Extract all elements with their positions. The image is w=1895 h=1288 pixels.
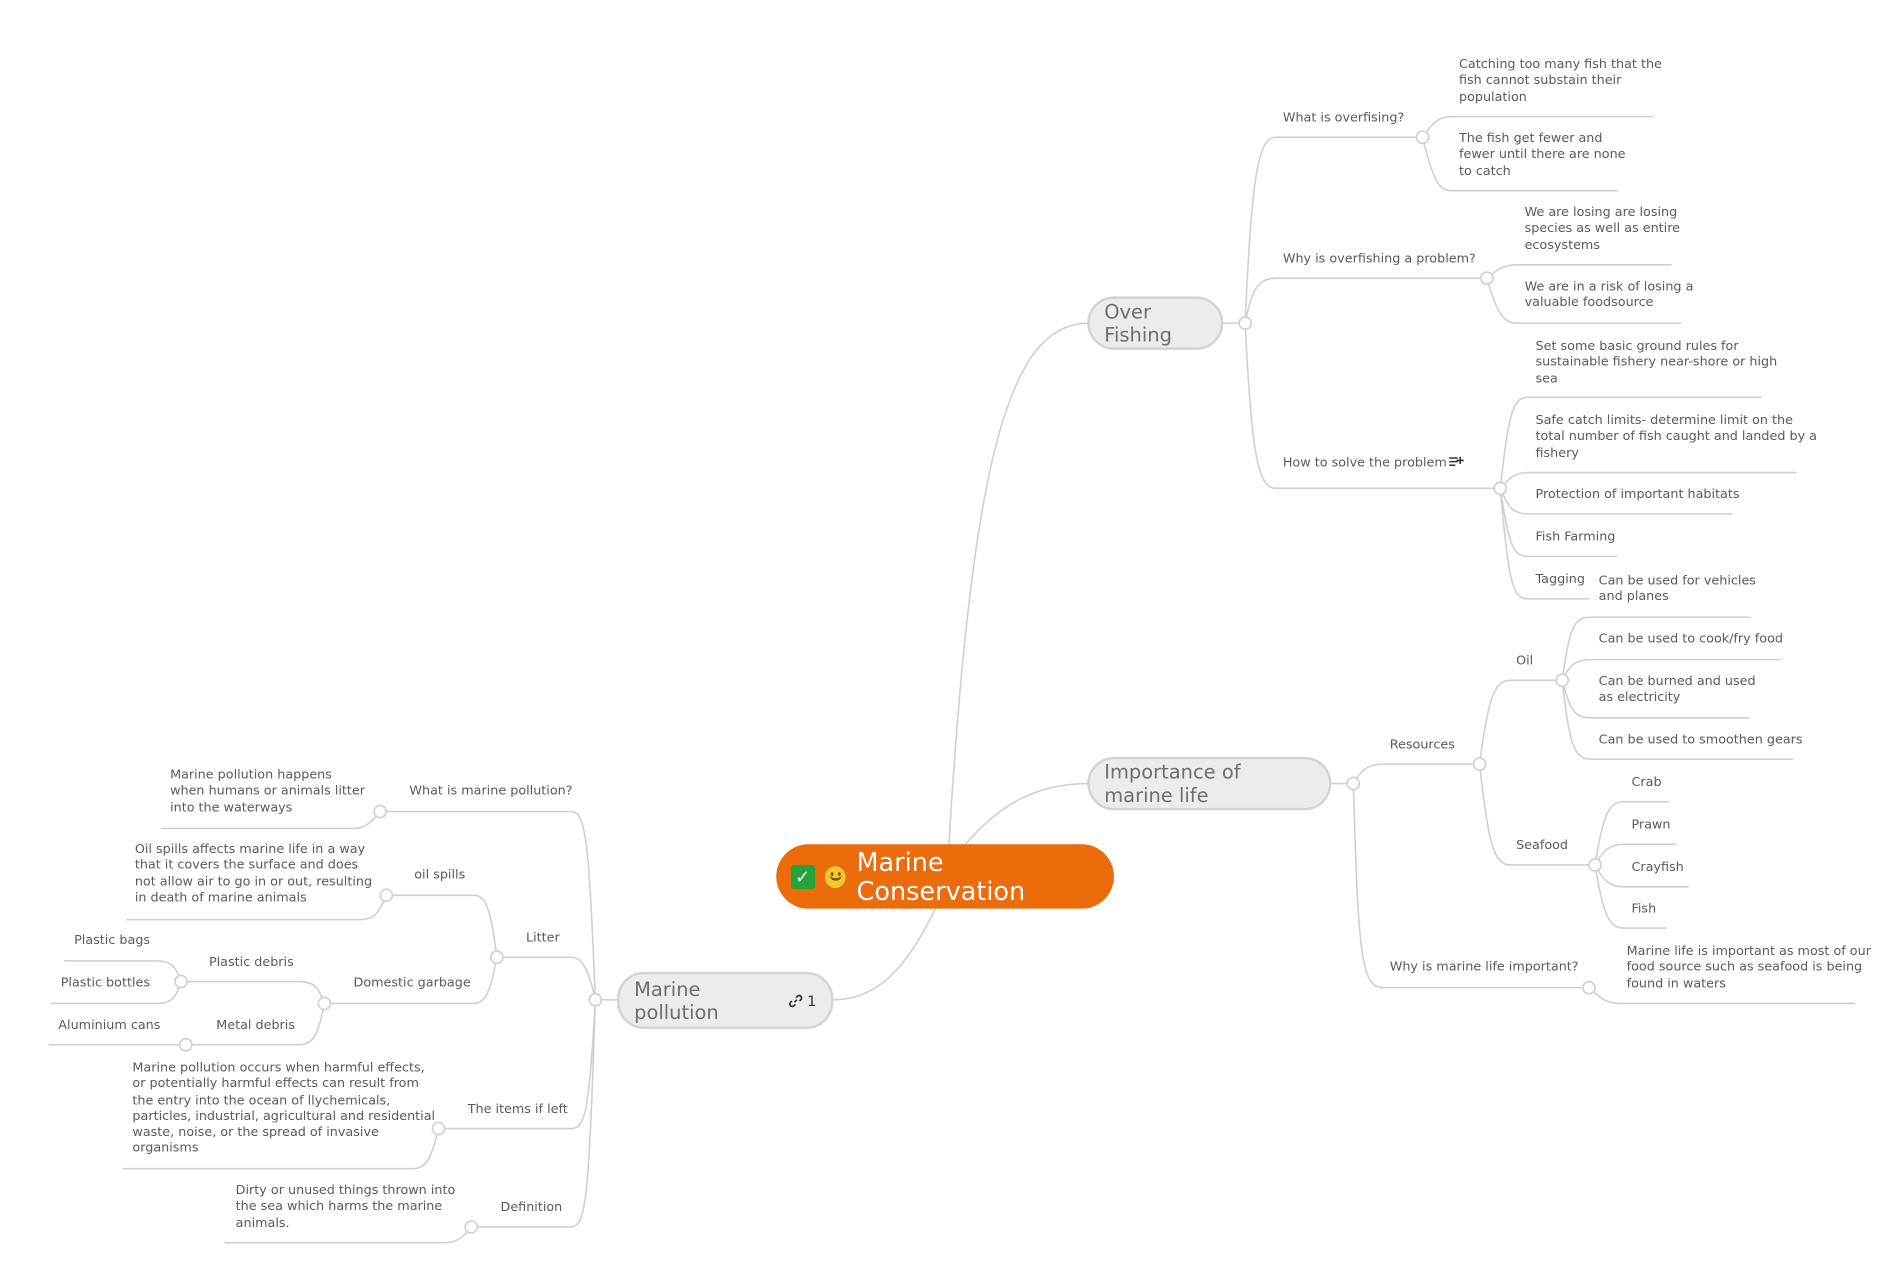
topic-oil[interactable]: Oil	[1516, 653, 1534, 669]
branch-marine-pollution[interactable]: Marine pollution 1	[617, 971, 834, 1029]
topic-litter[interactable]: Litter	[526, 930, 560, 946]
topic-answer[interactable]: Tagging	[1535, 572, 1585, 587]
topic-answer[interactable]: Fish Farming	[1535, 529, 1616, 545]
topic-items-left[interactable]: The items if left	[467, 1101, 568, 1117]
topic-why-marine-life[interactable]: Why is marine life important?	[1389, 959, 1579, 975]
branch-importance[interactable]: Importance of marine life	[1087, 756, 1332, 811]
topic-metal-debris[interactable]: Metal debris	[216, 1018, 295, 1033]
topic-seafood-item[interactable]: Crab	[1631, 775, 1662, 790]
branch-label: Over Fishing	[1104, 300, 1172, 347]
topic-domestic-garbage[interactable]: Domestic garbage	[353, 975, 471, 991]
link-root-importance	[962, 782, 1089, 848]
smiley-icon	[824, 865, 846, 888]
topic-aluminium-cans[interactable]: Aluminium cans	[58, 1018, 161, 1033]
topic-seafood[interactable]: Seafood	[1516, 838, 1569, 853]
branch-label: Importance of marine life	[1104, 760, 1241, 807]
topic-answer[interactable]: Safe catch limits- determine limit on th…	[1535, 413, 1817, 460]
link-root-overfishing	[947, 322, 1089, 847]
link-root-pollution	[833, 908, 937, 1001]
topic-resources[interactable]: Resources	[1389, 737, 1455, 752]
link-icon	[789, 994, 803, 1007]
link-badge[interactable]: 1	[789, 991, 817, 1009]
topic-plastic-bottles[interactable]: Plastic bottles	[60, 975, 151, 991]
topic-plastic-bags[interactable]: Plastic bags	[74, 932, 151, 948]
topic-why-overfishing[interactable]: Why is overfishing a problem?	[1282, 251, 1476, 267]
check-icon: ✓	[790, 864, 815, 889]
topic-what-overfishing[interactable]: What is overfising?	[1282, 110, 1405, 126]
topic-seafood-item[interactable]: Fish	[1631, 901, 1657, 916]
topic-how-to-solve[interactable]: How to solve the problem	[1282, 455, 1447, 471]
root-label: Marine Conservation	[856, 847, 1026, 906]
topic-what-marine-pollution[interactable]: What is marine pollution?	[409, 783, 573, 799]
topic-answer[interactable]: Marine pollution occurs when harmful eff…	[132, 1060, 436, 1156]
topic-plastic-debris[interactable]: Plastic debris	[208, 954, 294, 970]
topic-oil-spills[interactable]: oil spills	[414, 867, 466, 882]
topic-definition[interactable]: Definition	[500, 1200, 563, 1215]
branch-label: Marine pollution	[634, 977, 719, 1024]
root-node[interactable]: ✓ Marine Conservation	[776, 844, 1114, 909]
topic-answer[interactable]: Can be used to smoothen gears	[1598, 732, 1803, 748]
topic-answer[interactable]: Can be used to cook/fry food	[1598, 631, 1783, 647]
junction-dots	[174, 130, 1602, 1234]
branch-over-fishing[interactable]: Over Fishing	[1087, 296, 1224, 350]
link-count: 1	[807, 991, 817, 1009]
topic-answer[interactable]: Protection of important habitats	[1535, 487, 1740, 502]
notes-icon[interactable]	[1448, 456, 1464, 471]
topic-seafood-item[interactable]: Prawn	[1631, 817, 1671, 833]
topic-seafood-item[interactable]: Crayfish	[1631, 860, 1684, 875]
